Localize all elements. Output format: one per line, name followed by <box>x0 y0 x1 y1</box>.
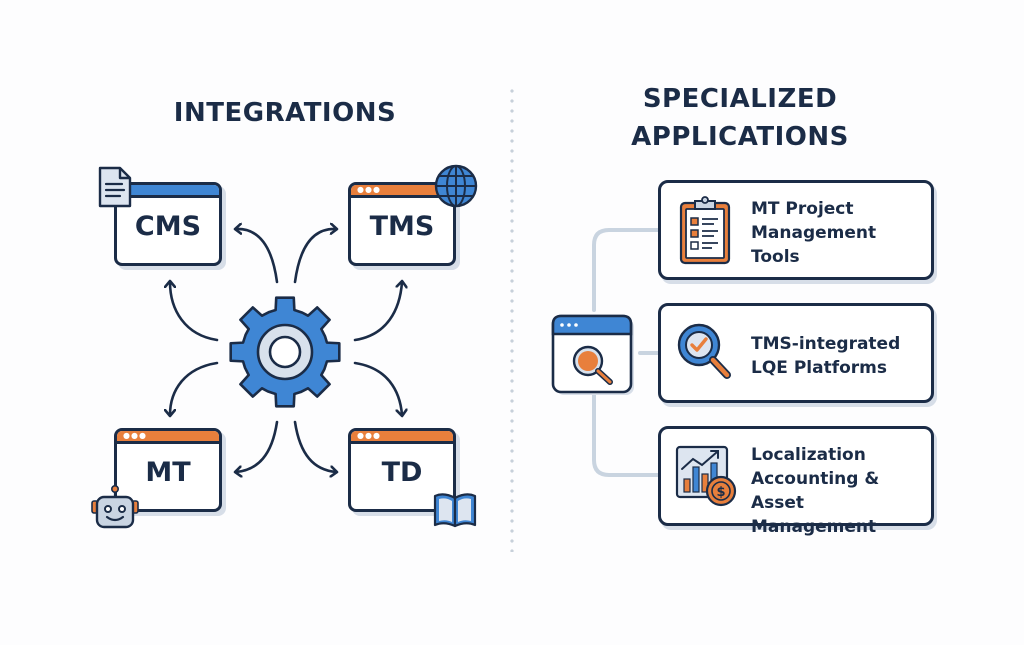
connector-bottom <box>592 393 660 477</box>
app-title-line: Localization <box>751 445 866 465</box>
app-title-line: LQE Platforms <box>751 358 887 378</box>
specialized-applications-heading: SPECIALIZED APPLICATIONS <box>600 80 880 156</box>
magnifier-check-icon <box>677 323 731 379</box>
specialized-heading-line2: APPLICATIONS <box>631 122 849 152</box>
svg-text:$: $ <box>716 485 725 500</box>
app-title-line: TMS-integrated <box>751 334 901 354</box>
cms-label: CMS <box>134 211 202 242</box>
window-dots-icon: ●●● <box>357 185 381 194</box>
window-titlebar <box>117 185 219 198</box>
section-divider <box>510 86 514 552</box>
app-card-mt-project-management[interactable]: MT Project Management Tools <box>658 180 934 280</box>
app-title-line: Tools <box>751 247 800 267</box>
app-card-localization-accounting[interactable]: $ Localization Accounting & Asset Manage… <box>658 426 934 537</box>
window-titlebar: ●●● <box>351 431 453 444</box>
chart-dollar-icon: $ <box>675 445 737 507</box>
arrow-to-cms <box>236 229 279 284</box>
clipboard-checklist-icon <box>679 196 731 265</box>
arrow-to-td <box>293 420 336 472</box>
window-titlebar: ●●● <box>351 185 453 198</box>
arrow-to-tms <box>293 229 336 284</box>
tms-label: TMS <box>369 211 435 242</box>
window-dots-icon: ●●● <box>123 431 147 440</box>
integrations-heading: INTEGRATIONS <box>173 98 397 128</box>
app-card-lqe-platforms[interactable]: TMS-integrated LQE Platforms <box>658 303 934 403</box>
arrow-to-tms-side <box>353 282 402 342</box>
app-title-line: Management <box>751 223 877 243</box>
tms-window[interactable]: ●●● TMS <box>348 182 456 266</box>
connector-top <box>592 228 660 312</box>
mt-window[interactable]: ●●● MT <box>114 428 222 512</box>
cms-window[interactable]: CMS <box>114 182 222 266</box>
td-label: TD <box>381 457 423 488</box>
app-title-line: Accounting & <box>751 469 880 489</box>
arrow-to-mt <box>236 420 279 472</box>
app-title-line: Asset Management <box>751 493 877 537</box>
mt-label: MT <box>145 457 191 488</box>
arrow-to-cms-side <box>170 282 219 342</box>
app-title-line: MT Project <box>751 199 854 219</box>
arrow-to-td-side <box>353 361 402 415</box>
window-dots-icon: ●●● <box>357 431 381 440</box>
arrow-to-mt-side <box>170 361 219 415</box>
specialized-heading-line1: SPECIALIZED <box>642 84 838 114</box>
gear-icon <box>229 296 341 408</box>
td-window[interactable]: ●●● TD <box>348 428 456 512</box>
window-titlebar: ●●● <box>117 431 219 444</box>
